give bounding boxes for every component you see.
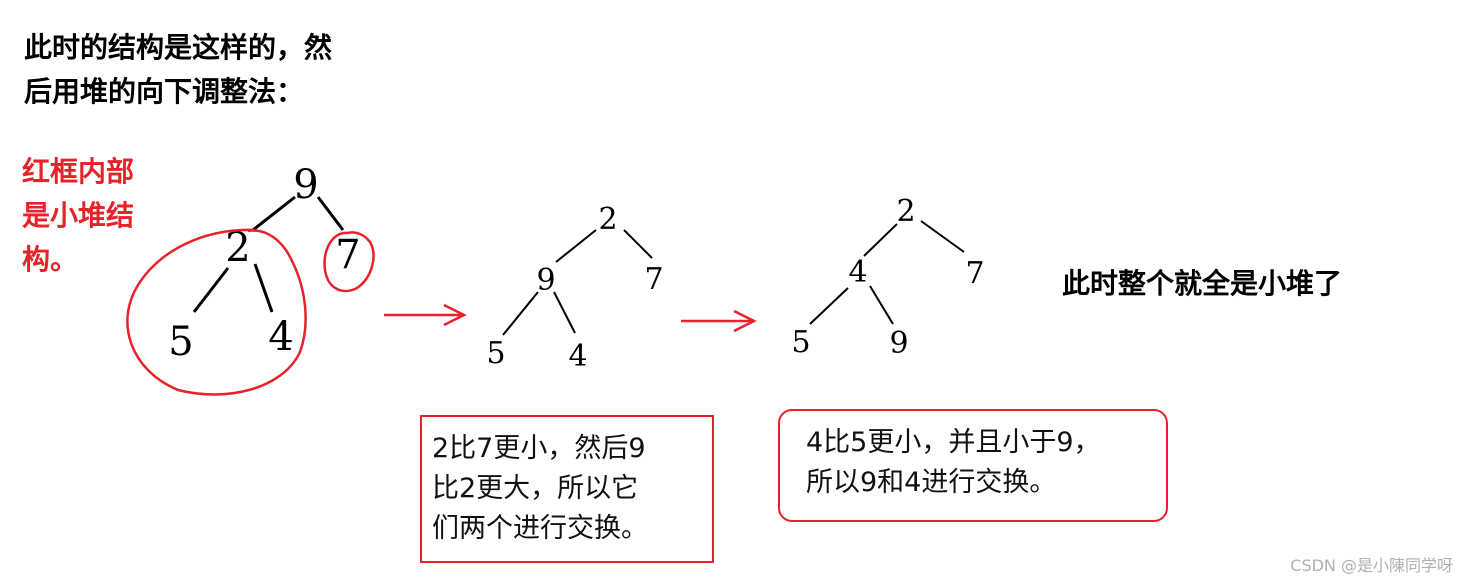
arrow-right-2 xyxy=(681,309,757,333)
red-circle-node xyxy=(323,231,375,293)
edge xyxy=(920,220,965,253)
edge xyxy=(809,287,849,325)
arrow-right-1 xyxy=(384,303,467,327)
edge xyxy=(555,229,597,263)
red-note-line-1: 红框内部 xyxy=(22,155,135,188)
tree3-root-node: 2 xyxy=(896,194,915,229)
explanation-box-1: 2比7更小，然后9 比2更大，所以它 们两个进行交换。 xyxy=(420,415,714,563)
red-note: 红框内部 是小堆结 构。 xyxy=(22,150,134,282)
watermark: CSDN @是小陳同学呀 xyxy=(1290,556,1453,575)
edge xyxy=(253,263,274,313)
tree3-right-node: 7 xyxy=(965,256,984,291)
tree3-leftright-node: 9 xyxy=(889,326,908,361)
tree-3: 2 4 7 5 9 xyxy=(791,194,984,361)
edge xyxy=(869,285,894,325)
tree2-right-node: 7 xyxy=(644,262,663,297)
tree2-root-node: 2 xyxy=(598,202,617,237)
box1-line-3: 们两个进行交换。 xyxy=(432,513,648,544)
tree3-left-node: 4 xyxy=(848,255,867,290)
red-note-line-2: 是小堆结 xyxy=(22,199,135,232)
tree-1: 9 2 7 5 4 xyxy=(126,162,375,396)
edge xyxy=(316,196,345,231)
intro-line-1: 此时的结构是这样的，然 xyxy=(24,31,333,64)
red-note-line-3: 构。 xyxy=(22,243,79,276)
edge xyxy=(863,223,898,257)
explanation-box-2: 4比5更小，并且小于9， 所以9和4进行交换。 xyxy=(778,409,1168,522)
red-circle-subheap xyxy=(126,228,307,396)
edge xyxy=(553,291,576,334)
result-text: 此时整个就全是小堆了 xyxy=(1062,267,1343,300)
tree-2: 2 9 7 5 4 xyxy=(486,202,663,374)
edge xyxy=(192,267,230,313)
tree2-leftright-node: 4 xyxy=(568,339,587,374)
box1-line-2: 比2更大，所以它 xyxy=(432,473,639,504)
box2-line-1: 4比5更小，并且小于9， xyxy=(806,427,1101,458)
edge xyxy=(502,291,539,336)
tree3-leftleft-node: 5 xyxy=(791,325,810,360)
edge xyxy=(623,229,653,259)
box2-line-2: 所以9和4进行交换。 xyxy=(806,467,1057,498)
tree1-leftleft-node: 5 xyxy=(168,319,193,365)
tree1-left-node: 2 xyxy=(225,225,250,271)
edge xyxy=(252,195,296,232)
tree1-right-node: 7 xyxy=(335,232,360,278)
intro-line-2: 后用堆的向下调整法： xyxy=(24,75,305,108)
tree1-root-node: 9 xyxy=(293,162,318,208)
tree2-left-node: 9 xyxy=(536,263,555,298)
box1-line-1: 2比7更小，然后9 xyxy=(432,433,646,464)
intro-text: 此时的结构是这样的，然 后用堆的向下调整法： xyxy=(24,26,332,114)
tree1-leftright-node: 4 xyxy=(268,314,293,360)
tree2-leftleft-node: 5 xyxy=(486,336,505,371)
